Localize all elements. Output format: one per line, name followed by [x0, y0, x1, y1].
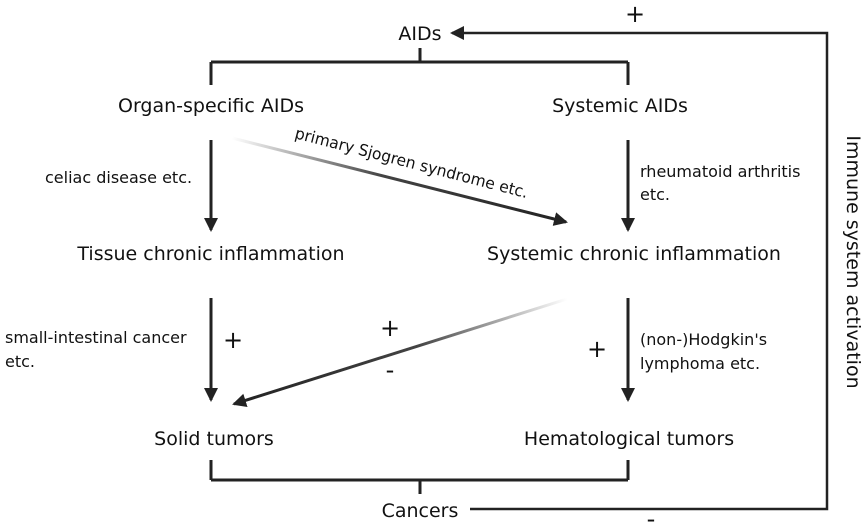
- immune-feedback-loop: [450, 26, 829, 511]
- label-immune-system-activation: Immune system activation: [842, 135, 864, 388]
- node-solid-tumors: Solid tumors: [154, 428, 274, 450]
- sign-top-plus: +: [625, 0, 645, 28]
- label-celiac-disease: celiac disease etc.: [45, 168, 192, 187]
- node-systemic-chronic-inflammation: Systemic chronic inflammation: [487, 243, 781, 265]
- node-cancers: Cancers: [382, 500, 459, 522]
- label-small-intestinal-cancer-line2: etc.: [5, 352, 35, 371]
- label-small-intestinal-cancer-line1: small-intestinal cancer: [5, 328, 187, 347]
- sign-middle-minus: -: [386, 356, 395, 384]
- sign-middle-plus: +: [380, 314, 400, 342]
- node-hematological-tumors: Hematological tumors: [524, 428, 734, 450]
- node-organ-specific-aids: Organ-specific AIDs: [118, 95, 304, 117]
- bottom-bracket: [209, 460, 630, 494]
- node-tissue-chronic-inflammation: Tissue chronic inflammation: [76, 243, 344, 265]
- label-hodgkin-line1: (non-)Hodgkin's: [640, 330, 767, 349]
- sign-left-plus: +: [223, 326, 243, 354]
- label-hodgkin-line2: lymphoma etc.: [640, 354, 760, 373]
- node-aids: AIDs: [398, 23, 441, 45]
- node-systemic-aids: Systemic AIDs: [552, 95, 688, 117]
- sign-bottom-minus: -: [647, 505, 656, 527]
- arrow-systemic-inflammation-to-solid: [232, 297, 568, 408]
- top-bracket: [209, 48, 630, 85]
- label-rheumatoid-arthritis-line2: etc.: [640, 185, 670, 204]
- label-rheumatoid-arthritis-line1: rheumatoid arthritis: [640, 162, 800, 181]
- arrow-organ-to-systemic-inflammation: [231, 136, 568, 226]
- sign-right-plus: +: [587, 335, 607, 363]
